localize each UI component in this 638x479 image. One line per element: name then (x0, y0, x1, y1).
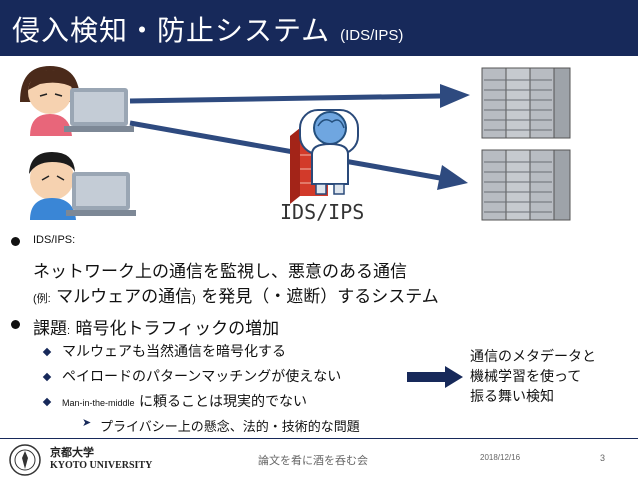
user-woman-icon (20, 66, 134, 136)
footer-divider (0, 438, 638, 439)
university-name-ja: 京都大学 (50, 446, 94, 459)
slide-title-sub: (IDS/IPS) (340, 27, 404, 44)
slide-title: 侵入検知・防止システム (IDS/IPS) (12, 9, 403, 49)
note-line: 通信のメタデータと (470, 349, 596, 365)
example-text: マルウェアの通信 (50, 287, 193, 307)
server-rack-icon (481, 67, 571, 139)
page-number: 3 (600, 453, 606, 463)
sub-bullet-rest: に頼ることは現実的でない (134, 394, 307, 410)
bullet-rest: を発見（・遮断）するシステム (195, 287, 439, 307)
bullet-marker (11, 320, 20, 329)
bullet-line: (例: マルウェアの通信) を発見（・遮断）するシステム (33, 282, 439, 307)
paren-close: ) (192, 293, 196, 305)
bullet-heading: IDS/IPS: (33, 234, 76, 246)
university-crest-icon (9, 444, 41, 476)
bullet-line: ネットワーク上の通信を監視し、悪意のある通信 (33, 262, 407, 282)
block-arrow-icon (407, 366, 463, 388)
ids-ips-label: IDS/IPS (280, 200, 365, 224)
issue-colon: : (67, 325, 71, 337)
sub-bullet-marker (42, 347, 52, 357)
sub-bullet-marker (42, 397, 52, 407)
issue-text: 暗号化トラフィックの増加 (70, 319, 280, 339)
ai-robot-icon (299, 109, 359, 195)
university-name-en: KYOTO UNIVERSITY (50, 460, 153, 471)
bullet-marker (11, 237, 20, 246)
sub-bullet: Man-in-the-middle に頼ることは現実的でない (62, 391, 307, 411)
footer-date: 2018/12/16 (480, 453, 521, 462)
slide-title-main: 侵入検知・防止システム (12, 14, 331, 47)
sub-sub-bullet: プライバシー上の懸念、法的・技術的な問題 (100, 420, 360, 435)
traffic-arrows (129, 84, 470, 190)
title-bar: 侵入検知・防止システム (IDS/IPS) (0, 0, 638, 56)
mitm-term: Man-in-the-middle (62, 398, 135, 408)
user-man-icon (29, 152, 136, 220)
sub-bullet: マルウェアも当然通信を暗号化する (62, 344, 286, 360)
note-line: 機械学習を使って (470, 369, 582, 385)
bullet-line: 課題: 暗号化トラフィックの増加 (33, 314, 279, 339)
server-rack-icon (481, 149, 571, 221)
sub-bullet: ペイロードのパターンマッチングが使えない (62, 369, 342, 385)
note-line: 振る舞い検知 (470, 389, 554, 405)
example-prefix: (例: (33, 293, 51, 305)
sub-bullet-marker (42, 372, 52, 382)
chevron-right-icon: ➤ (82, 416, 92, 429)
issue-label: 課題 (33, 319, 67, 339)
solution-note: 通信のメタデータと 機械学習を使って 振る舞い検知 (470, 347, 596, 407)
footer-event: 論文を肴に酒を呑む会 (258, 454, 368, 467)
network-illustration (20, 66, 571, 221)
